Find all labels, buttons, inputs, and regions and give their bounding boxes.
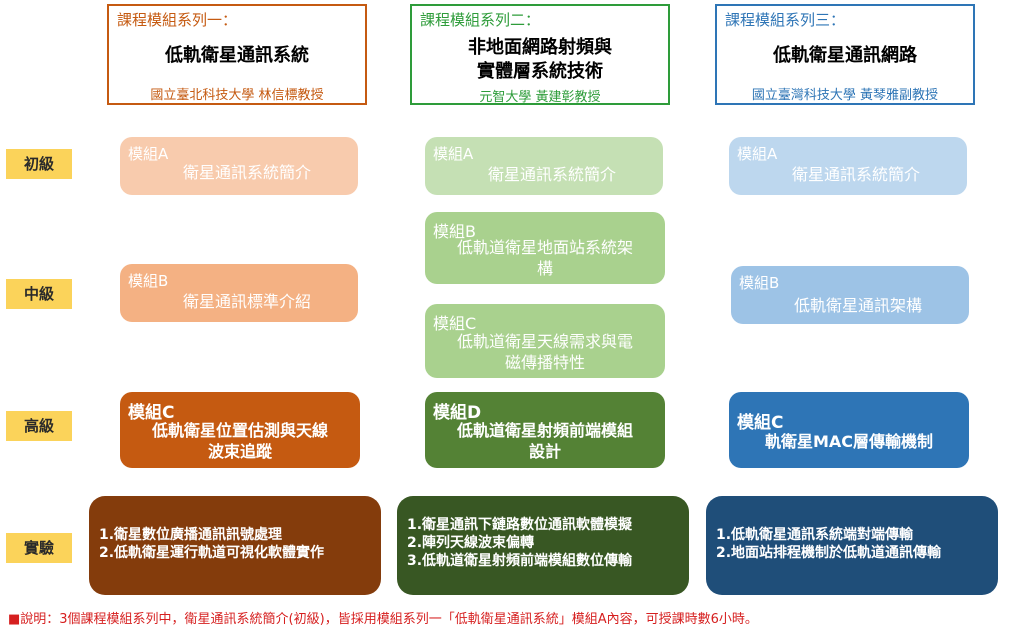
module-tag: 模組B bbox=[739, 274, 780, 292]
module-name: 衛星通訊系統簡介 bbox=[791, 165, 920, 184]
lab-item: 2.陣列天線波束偏轉 bbox=[407, 535, 535, 551]
series-institution: 國立臺北科技大學 林信標教授 bbox=[150, 88, 324, 103]
series-label: 課程模組系列三： bbox=[725, 11, 846, 29]
module-name-line-1: 低軌衛星位置估測與天線 bbox=[151, 421, 328, 440]
module-3c: 模組C 軌衛星MAC層傳輸機制 bbox=[729, 392, 969, 468]
lab-item: 1.低軌衛星通訊系統端對端傳輸 bbox=[716, 527, 914, 543]
module-tag: 模組C bbox=[737, 413, 784, 433]
series-title-line-1: 非地面網路射頻與 bbox=[468, 37, 612, 58]
series-institution: 元智大學 黃建彰教授 bbox=[479, 90, 601, 105]
series-institution: 國立臺灣科技大學 黃琴雅副教授 bbox=[751, 88, 939, 103]
module-name: 低軌衛星通訊架構 bbox=[793, 296, 922, 315]
level-advanced: 高級 bbox=[6, 411, 72, 441]
module-tag: 模組B bbox=[128, 272, 169, 290]
module-name: 衛星通訊系統簡介 bbox=[182, 163, 311, 182]
level-intermediate: 中級 bbox=[6, 279, 72, 309]
module-name-line-2: 波束追蹤 bbox=[207, 442, 272, 461]
lab-series-3: 1.低軌衛星通訊系統端對端傳輸 2.地面站排程機制於低軌道通訊傳輸 bbox=[706, 496, 998, 595]
series-label: 課程模組系列二： bbox=[420, 11, 541, 29]
module-name-line-1: 低軌道衛星地面站系統架 bbox=[456, 238, 633, 257]
module-name: 衛星通訊標準介紹 bbox=[182, 292, 311, 311]
lab-item: 3.低軌道衛星射頻前端模組數位傳輸 bbox=[407, 553, 633, 569]
module-tag: 模組A bbox=[737, 145, 778, 163]
module-2d: 模組D 低軌道衛星射頻前端模組 設計 bbox=[425, 392, 665, 468]
module-3a: 模組A 衛星通訊系統簡介 bbox=[729, 137, 967, 195]
module-3b: 模組B 低軌衛星通訊架構 bbox=[731, 266, 969, 324]
lab-item: 2.低軌衛星運行軌道可視化軟體實作 bbox=[99, 545, 325, 561]
module-tag: 模組B bbox=[433, 222, 476, 241]
module-1a: 模組A 衛星通訊系統簡介 bbox=[120, 137, 358, 195]
level-lab: 實驗 bbox=[6, 533, 72, 563]
module-tag: 模組C bbox=[433, 314, 477, 333]
module-tag: 模組C bbox=[128, 403, 175, 423]
level-beginner: 初級 bbox=[6, 149, 72, 179]
lab-series-2: 1.衛星通訊下鏈路數位通訊軟體模擬 2.陣列天線波束偏轉 3.低軌道衛星射頻前端… bbox=[397, 496, 689, 595]
header-series-1: 課程模組系列一： 低軌衛星通訊系統 國立臺北科技大學 林信標教授 bbox=[107, 4, 367, 105]
series-title-line-2: 實體層系統技術 bbox=[477, 61, 603, 82]
lab-series-1: 1.衛星數位廣播通訊訊號處理 2.低軌衛星運行軌道可視化軟體實作 bbox=[89, 496, 381, 595]
header-series-2: 課程模組系列二： 非地面網路射頻與 實體層系統技術 元智大學 黃建彰教授 bbox=[410, 4, 670, 105]
series-title: 低軌衛星通訊網路 bbox=[773, 45, 917, 66]
module-name-line-2: 磁傳播特性 bbox=[504, 353, 585, 372]
module-1b: 模組B 衛星通訊標準介紹 bbox=[120, 264, 358, 322]
module-2c: 模組C 低軌道衛星天線需求與電 磁傳播特性 bbox=[425, 304, 665, 378]
module-name-line-1: 低軌道衛星天線需求與電 bbox=[456, 332, 633, 351]
module-tag: 模組D bbox=[433, 403, 482, 423]
module-1c: 模組C 低軌衛星位置估測與天線 波束追蹤 bbox=[120, 392, 360, 468]
module-name-line-2: 構 bbox=[536, 259, 553, 278]
lab-item: 1.衛星數位廣播通訊訊號處理 bbox=[99, 527, 283, 543]
lab-item: 2.地面站排程機制於低軌道通訊傳輸 bbox=[716, 545, 942, 561]
series-label: 課程模組系列一： bbox=[117, 11, 238, 29]
module-tag: 模組A bbox=[433, 145, 474, 163]
module-2a: 模組A 衛星通訊系統簡介 bbox=[425, 137, 663, 195]
footnote: ■說明：3個課程模組系列中，衛星通訊系統簡介(初級)，皆採用模組系列一「低軌衛星… bbox=[8, 612, 758, 627]
series-title: 低軌衛星通訊系統 bbox=[165, 45, 309, 66]
module-name-line-1: 低軌道衛星射頻前端模組 bbox=[456, 421, 633, 440]
module-name: 軌衛星MAC層傳輸機制 bbox=[764, 432, 934, 451]
module-tag: 模組A bbox=[128, 145, 169, 163]
lab-item: 1.衛星通訊下鏈路數位通訊軟體模擬 bbox=[407, 517, 633, 533]
header-series-3: 課程模組系列三： 低軌衛星通訊網路 國立臺灣科技大學 黃琴雅副教授 bbox=[715, 4, 975, 105]
module-name-line-2: 設計 bbox=[528, 442, 561, 461]
module-name: 衛星通訊系統簡介 bbox=[487, 165, 616, 184]
module-2b: 模組B 低軌道衛星地面站系統架 構 bbox=[425, 212, 665, 284]
